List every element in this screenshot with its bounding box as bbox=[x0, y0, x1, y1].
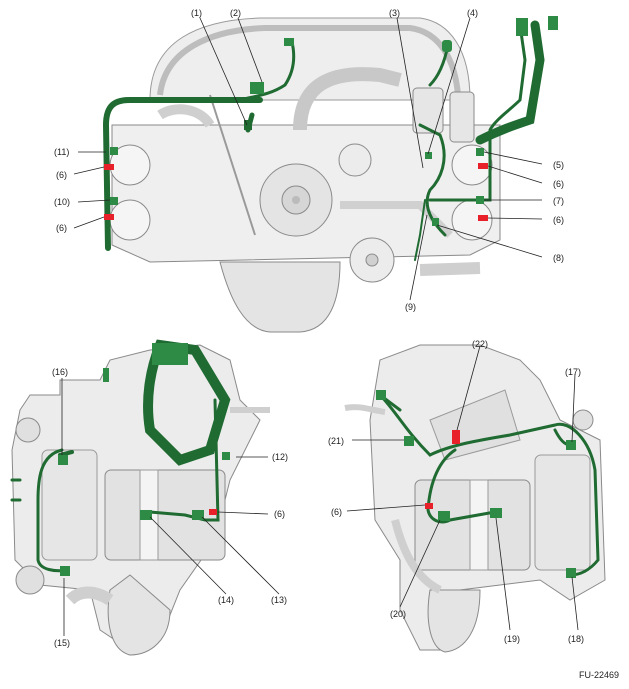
callout-6-front-right-lower: (6) bbox=[553, 215, 564, 225]
callout-9: (9) bbox=[405, 302, 416, 312]
callout-6-front-right-upper: (6) bbox=[553, 179, 564, 189]
callout-6-left-side: (6) bbox=[274, 509, 285, 519]
callout-4: (4) bbox=[467, 8, 478, 18]
left-side-view-engine bbox=[11, 344, 270, 656]
callout-12: (12) bbox=[272, 452, 289, 462]
left-side-view-clips bbox=[209, 509, 217, 515]
callout-19: (19) bbox=[504, 634, 521, 644]
callout-18: (18) bbox=[568, 634, 585, 644]
callout-5: (5) bbox=[553, 160, 564, 170]
front-view-clips bbox=[104, 163, 488, 221]
callout-6-right-side: (6) bbox=[331, 507, 342, 517]
right-side-view-clips bbox=[425, 430, 460, 509]
leader-lines bbox=[61, 17, 579, 636]
front-view-connectors bbox=[110, 16, 558, 226]
callout-7: (7) bbox=[553, 196, 564, 206]
left-side-view-connectors bbox=[58, 343, 230, 576]
callout-15: (15) bbox=[54, 638, 71, 648]
callout-1: (1) bbox=[191, 8, 202, 18]
front-view-harness bbox=[102, 20, 545, 261]
callout-8: (8) bbox=[553, 253, 564, 263]
callout-16: (16) bbox=[52, 367, 69, 377]
callout-6-front-left-lower: (6) bbox=[56, 223, 67, 233]
figure-id: FU-22469 bbox=[579, 670, 620, 680]
callout-22: (22) bbox=[472, 339, 489, 349]
callout-17: (17) bbox=[565, 367, 582, 377]
callout-14: (14) bbox=[218, 595, 235, 605]
callout-20: (20) bbox=[390, 609, 407, 619]
callout-13: (13) bbox=[271, 595, 288, 605]
right-side-view-engine bbox=[344, 344, 606, 653]
callout-11: (11) bbox=[54, 147, 70, 157]
callout-6-front-left-upper: (6) bbox=[56, 170, 67, 180]
callout-10: (10) bbox=[54, 197, 71, 207]
callout-2: (2) bbox=[230, 8, 241, 18]
callout-3: (3) bbox=[389, 8, 400, 18]
front-view-engine bbox=[109, 17, 501, 333]
right-side-view-connectors bbox=[376, 390, 576, 578]
callout-21: (21) bbox=[328, 436, 345, 446]
